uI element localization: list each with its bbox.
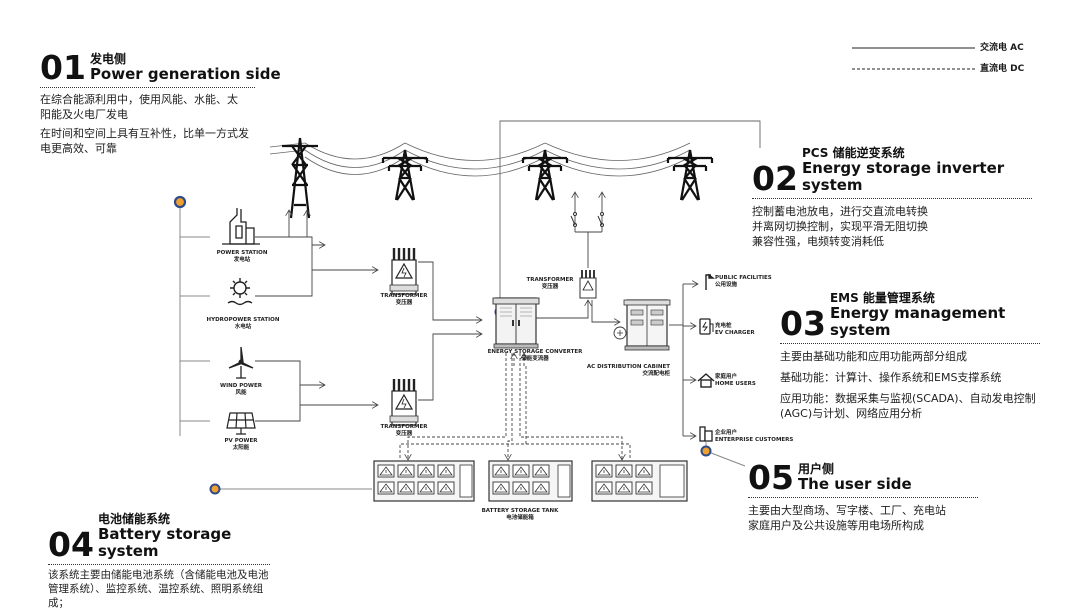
node-marker [700,445,712,457]
legend-ac: 交流电 AC [980,43,1024,53]
hydropower-icon [227,278,253,306]
pylon-icon [666,148,714,202]
transformer-icon [388,246,420,296]
section-number: 05 [748,458,794,497]
section-desc: 在时间和空间上具有互补性，比单一方式发电更高效、可靠 [40,127,249,155]
section-desc: 该系统主要由储能电池系统（含储能电池及电池管理系统）、监控系统、温控系统、照明系… [48,569,269,609]
ac-feed-line [499,120,761,310]
divider [748,497,978,498]
section-desc: 主要由大型商场、写字楼、工厂、充电站 [748,504,946,517]
section-desc: 在综合能源利用中，使用风能、水能、太阳能及火电厂发电 [40,93,238,121]
section-title-en: Energy storage inverter system [801,159,1005,194]
wind-turbine-icon [228,346,254,379]
section-title-cn: PCS 储能逆变系统 [801,146,905,160]
transformer-icon [579,270,597,299]
section-title-cn: EMS 能量管理系统 [829,291,935,305]
section-title-en: Energy management system [829,304,1006,339]
ev-charger-icon [699,318,714,335]
section-desc: 主要由基础功能和应用功能两部分组成 [780,350,967,363]
section-number: 03 [780,304,826,343]
node-marker [209,483,221,495]
section-title-cn: 发电侧 [89,52,126,66]
battery-container-icon [488,460,573,502]
catenary-lines [269,142,691,177]
section-desc: 应用功能：数据采集与监视(SCADA)、自动发电控制(AGC)与计划、网络应用分… [780,392,1036,420]
section-desc: 并离网切换控制，实现平滑无阻切换 [752,220,928,233]
section-title-en: Power generation side [89,65,281,83]
section-battery-storage: 04 电池储能系统 Battery storage system 该系统主要由储… [48,512,288,610]
section-title-cn: 电池储能系统 [97,512,170,526]
section-ems: 03 EMS 能量管理系统 Energy management system 主… [780,291,1055,421]
section-desc: 控制蓄电池放电，进行交直流电转换 [752,205,928,218]
battery-container-icon [373,460,475,502]
pylon-icon [282,137,318,219]
section-title-en: The user side [797,475,912,493]
section-desc: 家庭用户及公共设施等用电场所构成 [748,519,924,532]
section-title-en: Battery storage system [97,525,232,560]
pylon-icon [521,148,569,202]
divider [48,564,270,565]
power-station-icon [222,208,260,245]
house-icon [697,373,715,388]
section-power-generation: 01 发电侧 Power generation side 在综合能源利用中，使用… [40,48,300,156]
divider [752,198,1032,199]
transformer-icon [388,377,420,427]
node-marker [173,195,187,209]
section-pcs: 02 PCS 储能逆变系统 Energy storage inverter sy… [752,146,1052,249]
pylon-icon [381,148,429,202]
section-number: 01 [40,48,86,87]
section-title-cn: 用户侧 [797,462,834,476]
legend-dc: 直流电 DC [980,64,1025,74]
battery-container-icon [591,460,688,502]
switch-icon [570,212,604,227]
divider [40,87,255,88]
section-number: 04 [48,525,94,564]
converter-cabinet-icon [492,297,540,349]
section-user-side: 05 用户侧 The user side 主要由大型商场、写字楼、工厂、充电站 … [748,458,1008,533]
divider [780,343,1040,344]
solar-panel-icon [226,412,256,435]
streetlight-icon [705,273,716,290]
section-number: 02 [752,159,798,198]
section-desc: 兼容性强，电频转变消耗低 [752,235,884,248]
office-building-icon [699,426,713,442]
section-desc: 基础功能：计算计、操作系统和EMS支撑系统 [780,371,1002,384]
distribution-cabinet-icon [613,299,671,351]
